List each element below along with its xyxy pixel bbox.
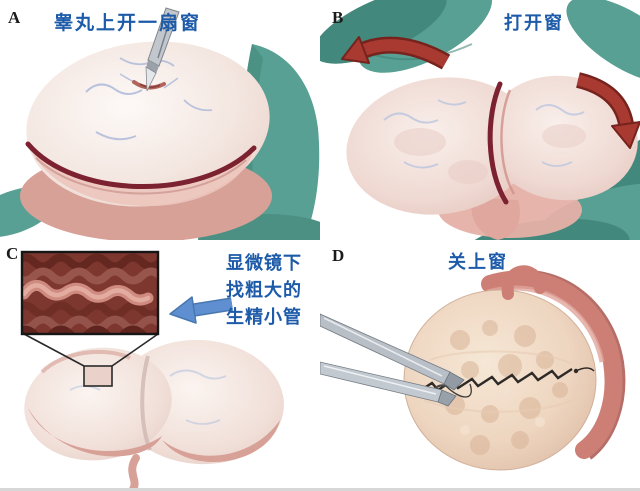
- panel-d: D 关上窗: [320, 240, 640, 491]
- panel-b-letter: B: [332, 8, 344, 27]
- panel-c-illustration: [20, 250, 284, 491]
- panel-a: A 睾丸上开一扇窗: [0, 0, 320, 240]
- cleft-line: [487, 81, 509, 205]
- surgical-instruments: [320, 313, 465, 407]
- blue-arrow: [169, 296, 234, 324]
- panel-b: B 打开窗: [320, 0, 640, 240]
- testis: [403, 265, 597, 471]
- panel-a-illustration: [0, 7, 320, 240]
- panel-d-caption: 关上窗: [448, 252, 508, 272]
- panel-b-caption: 打开窗: [504, 13, 564, 33]
- bottom-border-line: [0, 488, 640, 491]
- panel-c-caption-line-1: 显微镜下: [226, 253, 302, 273]
- testis: [25, 41, 270, 207]
- testis-bivalved: [24, 339, 284, 491]
- panel-c-caption-line-2: 找粗大的: [226, 280, 302, 300]
- testis-halves: [346, 75, 638, 240]
- panel-b-illustration: [320, 0, 640, 240]
- panel-c-letter: C: [6, 244, 19, 263]
- panel-a-caption: 睾丸上开一扇窗: [54, 13, 202, 34]
- tubule-inset: [20, 250, 160, 336]
- panel-c: C 显微镜下 找粗大的 生精小管: [0, 240, 320, 491]
- zoom-leader-lines: [23, 333, 159, 387]
- panel-d-illustration: [320, 265, 626, 471]
- incision-line: [25, 141, 257, 190]
- red-arrow-right: [575, 72, 640, 149]
- panel-a-letter: A: [8, 8, 21, 27]
- panel-c-caption: 显微镜下 找粗大的 生精小管: [226, 250, 302, 331]
- panel-c-caption-line-3: 生精小管: [226, 307, 302, 327]
- red-arrow-left: [341, 36, 451, 70]
- panel-d-letter: D: [332, 246, 345, 265]
- scalpel: [145, 7, 180, 92]
